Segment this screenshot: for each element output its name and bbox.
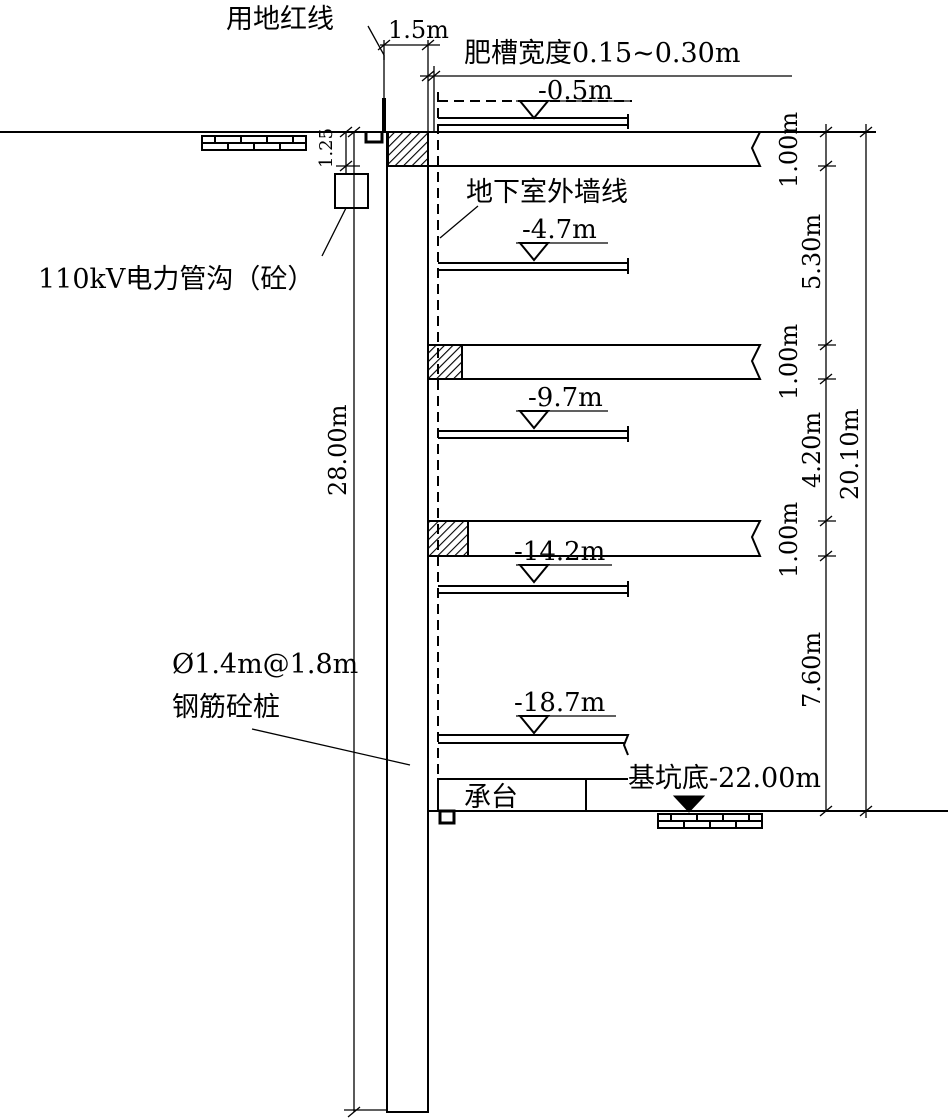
level-marks: -0.5m -4.7m -9.7m -14.2m -18.7m — [514, 76, 706, 813]
pile-leader — [251, 728, 411, 766]
red-line-label: 用地红线 — [226, 4, 334, 35]
level-label-3: -9.7m — [528, 383, 603, 413]
pit-bottom-level-mark — [672, 795, 706, 813]
strut-3 — [468, 520, 762, 557]
right-dimension-chain — [818, 124, 873, 818]
top-dimension — [377, 39, 792, 132]
pile-name-label: 钢筋砼桩 — [172, 692, 280, 723]
soil-symbol-bottom — [657, 813, 763, 829]
waler-2 — [427, 344, 463, 380]
trench-width-label: 肥槽宽度0.15~0.30m — [464, 38, 740, 69]
trench-depth-dimension — [336, 126, 360, 174]
drain-symbol-top — [364, 132, 384, 144]
dim-5-label: 1.00m — [775, 502, 803, 578]
pile-cap — [437, 778, 587, 812]
soil-symbol-left — [201, 135, 307, 151]
pile-length-dimension — [344, 126, 387, 1118]
pile-spec-label: Ø1.4m@1.8m — [172, 649, 358, 680]
red-line-leader — [367, 25, 385, 56]
level-label-2: -4.7m — [522, 215, 597, 245]
bored-pile — [386, 131, 429, 1113]
total-depth-label: 20.10m — [836, 408, 864, 500]
pile-cap-label: 承台 — [464, 782, 518, 813]
drain-symbol-bottom — [438, 809, 456, 825]
level-label-1: -0.5m — [538, 76, 613, 106]
basement-wall-label: 地下室外墙线 — [466, 177, 628, 208]
level-label-5: -18.7m — [514, 688, 605, 718]
pit-bottom-label: 基坑底-22.00m — [628, 763, 821, 794]
level-label-4: -14.2m — [514, 537, 605, 567]
power-trench-leader — [321, 207, 347, 257]
top-width-label: 1.5m — [388, 16, 449, 44]
strut-2 — [462, 344, 762, 380]
dim-6-label: 7.60m — [798, 632, 826, 708]
floor-slabs — [438, 114, 630, 780]
dim-3-label: 1.00m — [775, 324, 803, 400]
basement-wall-leader — [439, 205, 479, 239]
pile-length-label: 28.00m — [324, 404, 352, 496]
strut-1 — [428, 131, 762, 167]
trench-depth-label: 1.25 — [316, 128, 337, 168]
power-trench-label: 110kV电力管沟（砼） — [38, 264, 314, 295]
power-trench-box — [334, 173, 369, 209]
dim-2-label: 5.30m — [798, 214, 826, 290]
dim-1-label: 1.00m — [775, 112, 803, 188]
waler-3 — [427, 520, 469, 557]
dim-4-label: 4.20m — [798, 412, 826, 488]
crown-beam — [387, 131, 429, 167]
